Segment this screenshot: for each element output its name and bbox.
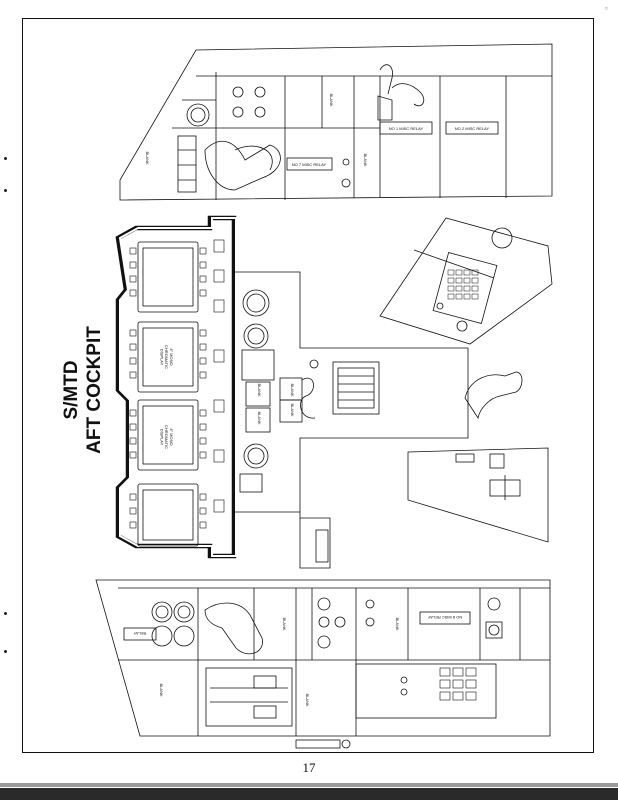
blank-label: BLANK — [257, 383, 262, 396]
page-number: 17 — [302, 760, 316, 775]
relay-label-no2: NO 2 MISC RELAY — [455, 126, 490, 131]
blank-label: BLANK — [282, 617, 287, 630]
blank-label: BLANK — [329, 93, 334, 106]
caution-light-panel — [332, 361, 380, 415]
hand-controller-icon — [377, 95, 393, 121]
blank-label: BLANK — [363, 153, 368, 166]
throttle-grip-icon — [204, 140, 281, 191]
page-frame — [22, 18, 594, 753]
throttle-grip-icon — [204, 602, 263, 655]
blank-label: BLANK — [257, 411, 262, 424]
main-instrument-panel — [115, 215, 469, 569]
diagram-title-line2: AFT COCKPIT — [84, 326, 105, 454]
mfd-label-upper: 4" MONOCHROMATICDISPLAY — [159, 345, 174, 369]
panel-labels: 4" MONOCHROMATICDISPLAY 4" MONOCHROMATIC… — [133, 93, 489, 706]
binder-hole-mark — [4, 189, 7, 192]
corner-mark: ○ — [604, 6, 608, 12]
control-stick-icon — [464, 371, 523, 420]
gauge-icon — [151, 601, 173, 623]
relay-label-no8: NO 8 MISC RELAY — [427, 615, 462, 620]
blank-label: BLANK — [159, 683, 164, 696]
scan-edge — [0, 783, 618, 787]
blank-label: BLANK — [290, 403, 295, 416]
diagram-title-line1: S/MTD — [61, 360, 82, 419]
gauge-icon — [186, 103, 210, 127]
attitude-indicator-icon — [242, 289, 270, 317]
left-console — [95, 579, 551, 749]
relay-label-no7: NO 7 MISC RELAY — [292, 162, 327, 167]
relay-label-no1: NO 1 MISC RELAY — [389, 126, 424, 131]
binder-hole-mark — [4, 157, 7, 160]
relay-label: RELAY — [133, 631, 146, 636]
logo-icon — [300, 377, 316, 419]
knob-icon — [491, 227, 513, 249]
right-console — [119, 43, 553, 201]
knob-icon — [487, 597, 501, 611]
title-block: S/MTD AFT COCKPIT — [61, 326, 105, 454]
blank-label: BLANK — [305, 693, 310, 706]
center-pedestal — [379, 217, 553, 543]
binder-hole-mark — [4, 650, 7, 653]
mfd-label-lower: 4" MONOCHROMATICDISPLAY — [159, 425, 174, 449]
blank-label: BLANK — [290, 383, 295, 396]
scan-edge-dark — [0, 788, 618, 800]
altimeter-icon — [243, 443, 269, 469]
blank-label: BLANK — [145, 151, 150, 164]
blank-label: BLANK — [395, 617, 400, 630]
airspeed-gauge-icon — [243, 323, 269, 349]
binder-hole-mark — [4, 612, 7, 615]
